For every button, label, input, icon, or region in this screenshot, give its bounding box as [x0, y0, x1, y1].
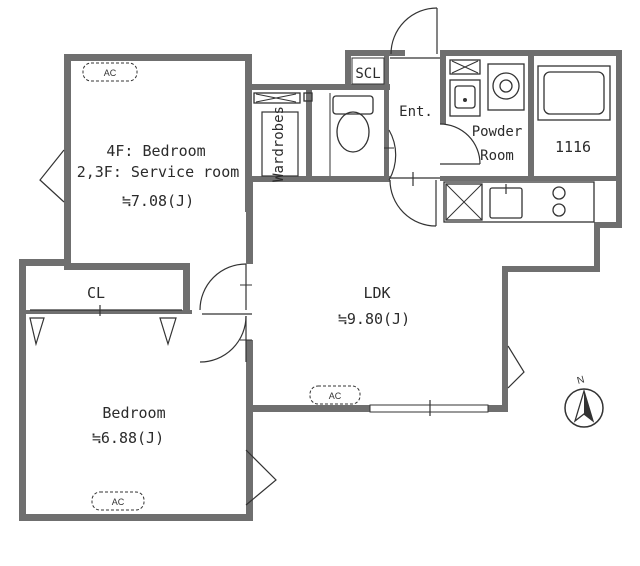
windows	[39, 149, 525, 506]
washing-machine-icon	[487, 63, 525, 111]
lower-bedroom-area: ≒6.88(J)	[92, 429, 164, 447]
closet-door-left	[29, 317, 45, 347]
wardrobes-cabinet	[261, 111, 299, 177]
powder-room-label-line2: Room	[480, 148, 514, 164]
ldk-area: ≒9.80(J)	[338, 310, 410, 328]
upper-bedroom-area: ≒7.08(J)	[122, 192, 194, 210]
ac-label-3: AC	[112, 497, 125, 507]
ac-label-2: AC	[329, 391, 342, 401]
lower-bedroom-label: Bedroom	[102, 404, 165, 422]
north-compass-icon: N	[564, 374, 604, 428]
ac-unit-upper-bedroom: AC	[82, 62, 138, 82]
ldk-label: LDK	[363, 284, 390, 302]
ac-label-1: AC	[104, 68, 117, 78]
vanity-sink-icon	[449, 79, 481, 117]
toilet-icon	[329, 93, 374, 176]
upper-bedroom-label-line2: 2,3F: Service room	[77, 163, 240, 181]
bathtub-icon	[537, 65, 611, 121]
kitchen-counter	[443, 181, 595, 223]
bath-label: 1116	[555, 138, 591, 156]
powder-room-label-line1: Powder	[472, 124, 523, 140]
stove-icon	[552, 186, 566, 217]
walls	[19, 50, 622, 521]
closet-door-right	[159, 317, 177, 347]
compass-north-label: N	[576, 374, 586, 386]
doors	[199, 7, 481, 363]
shoe-closet-label: SCL	[355, 66, 380, 82]
entrance-label: Ent.	[399, 104, 433, 120]
ac-unit-lower-bedroom: AC	[91, 491, 145, 511]
wardrobes-label: Wardrobes	[271, 106, 287, 182]
ldk-window	[369, 404, 489, 413]
ac-unit-ldk: AC	[309, 385, 361, 405]
upper-bedroom-label-line1: 4F: Bedroom	[106, 142, 205, 160]
closet-label: CL	[87, 284, 105, 302]
